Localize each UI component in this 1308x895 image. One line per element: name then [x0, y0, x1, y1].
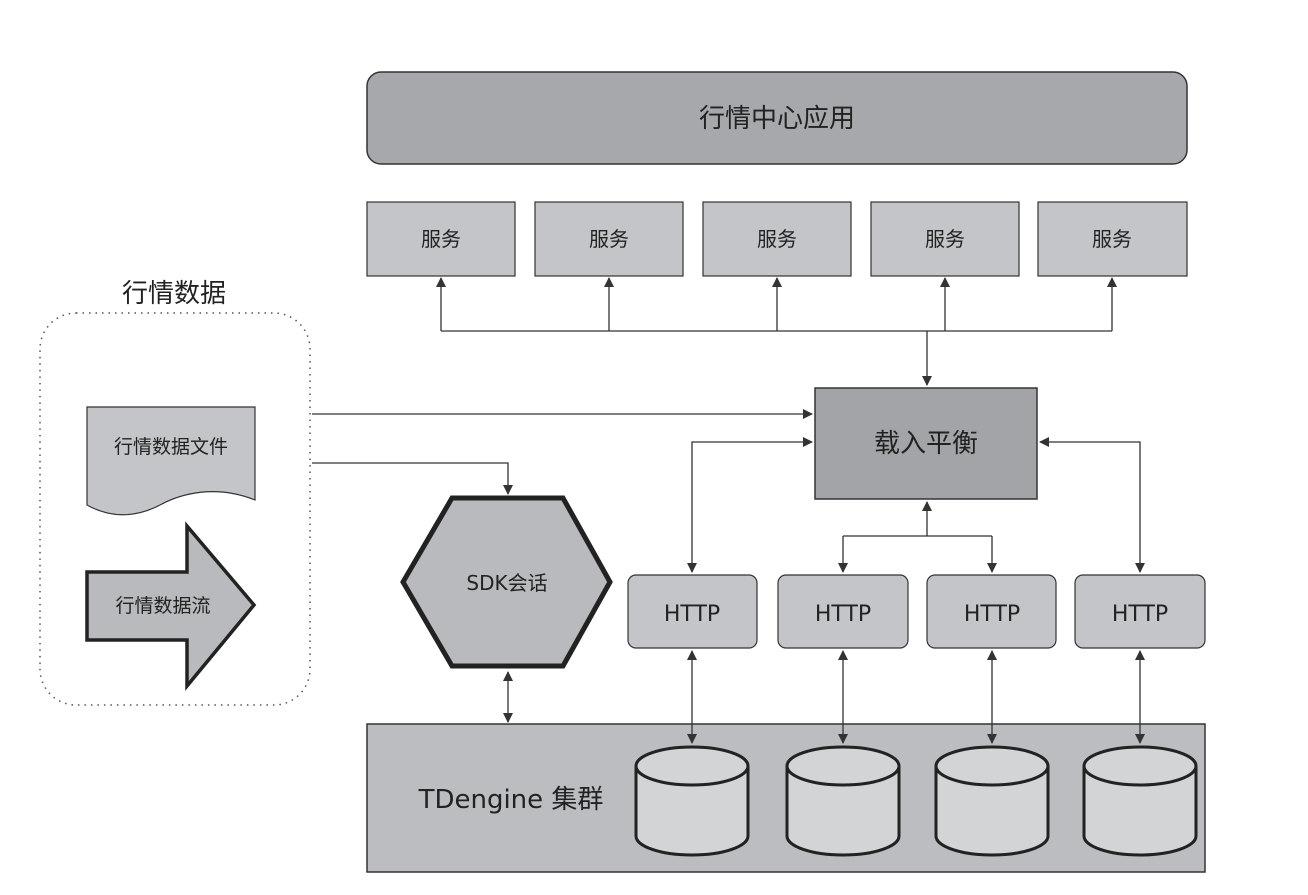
market-data-stream-label: 行情数据流 [115, 595, 210, 617]
http-db-connectors [687, 650, 1145, 744]
lb-http-connectors [687, 437, 1145, 573]
market-data-stream-arrow [85, 521, 257, 691]
service-box-3 [702, 201, 852, 277]
http-node-3 [926, 574, 1057, 649]
service-box-1 [366, 201, 516, 277]
market-data-connectors [312, 409, 813, 495]
http-nodes: HTTP HTTP HTTP HTTP [627, 574, 1206, 649]
service-box-4 [870, 201, 1020, 277]
http-label-1: HTTP [664, 602, 720, 627]
http-node-1 [627, 574, 758, 649]
http-label-4: HTTP [1112, 602, 1168, 627]
service-box-5 [1037, 201, 1188, 277]
service-label-5: 服务 [1092, 227, 1132, 251]
service-box-2 [534, 201, 684, 277]
sdk-session: SDK会话 [400, 495, 613, 669]
load-balancer: 载入平衡 [814, 387, 1038, 500]
database-icon [634, 745, 750, 857]
tdengine-cluster: TDengine 集群 [366, 723, 1206, 873]
load-balancer-label: 载入平衡 [874, 429, 978, 459]
market-data-file-icon [86, 406, 256, 516]
cluster-label: TDengine 集群 [418, 785, 604, 815]
http-label-2: HTTP [815, 602, 871, 627]
market-data-group: 行情数据 行情数据文件 行情数据流 [39, 279, 311, 706]
http-label-3: HTTP [964, 602, 1020, 627]
database-icon [934, 745, 1050, 857]
http-node-2 [777, 574, 909, 649]
http-node-4 [1074, 574, 1206, 649]
service-row: 服务 服务 服务 服务 服务 [366, 201, 1188, 277]
market-data-title: 行情数据 [122, 279, 226, 309]
service-label-3: 服务 [757, 227, 797, 251]
database-icon [785, 745, 901, 857]
market-data-file-label: 行情数据文件 [114, 436, 228, 458]
service-label-1: 服务 [421, 227, 461, 251]
database-icon [1082, 745, 1198, 857]
sdk-session-label: SDK会话 [466, 571, 547, 595]
service-connectors [436, 277, 1117, 386]
app-title: 行情中心应用 [699, 104, 855, 134]
market-center-app: 行情中心应用 [366, 71, 1188, 165]
service-label-2: 服务 [589, 227, 629, 251]
market-data-boundary [39, 312, 311, 706]
service-label-4: 服务 [925, 227, 965, 251]
